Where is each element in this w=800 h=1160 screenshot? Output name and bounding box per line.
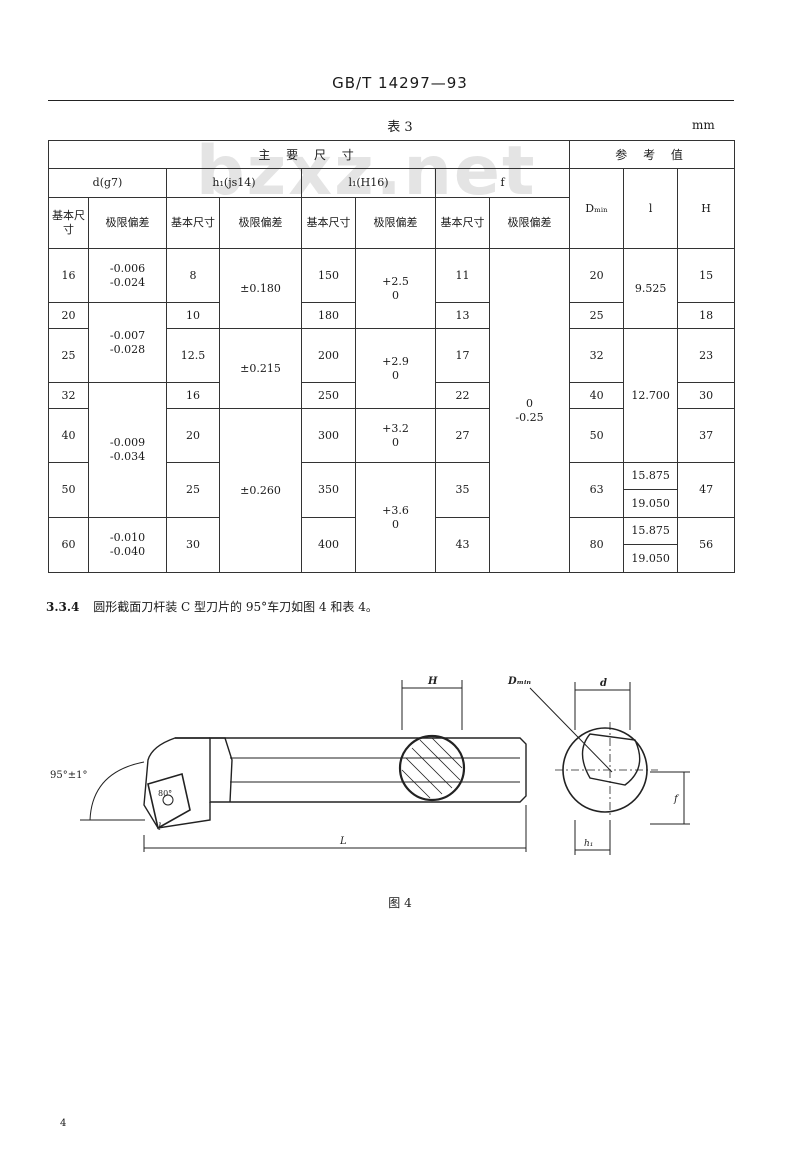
label-L: L — [339, 836, 347, 847]
cell-d-dev: -0.006 -0.024 — [88, 248, 167, 303]
standard-header: GB/T 14297—93 — [332, 74, 468, 92]
cell-H: 56 — [677, 517, 736, 573]
limit-dev-header: 极限偏差 — [219, 197, 302, 249]
cell-dmin: 20 — [569, 248, 625, 303]
limit-dev-header: 极限偏差 — [88, 197, 167, 249]
cell-l1: 200 — [301, 328, 356, 383]
cell-l1: 400 — [301, 517, 356, 573]
label-angle: 95°±1° — [50, 770, 87, 781]
figure-caption: 图 4 — [388, 896, 412, 910]
col-H: H — [677, 168, 736, 249]
cell-f: 22 — [435, 382, 490, 409]
paragraph-text: 圆形截面刀杆装 C 型刀片的 95°车刀如图 4 和表 4。 — [93, 600, 378, 614]
paragraph: 3.3.4 圆形截面刀杆装 C 型刀片的 95°车刀如图 4 和表 4。 — [46, 598, 378, 615]
cell-l: 19.050 — [631, 497, 670, 510]
cell-l1-dev: +2.5 0 — [355, 248, 436, 329]
cell-dmin: 63 — [569, 462, 625, 518]
limit-dev-header: 极限偏差 — [488, 197, 571, 249]
cell-dmin: 80 — [569, 517, 625, 573]
cell-h1: 30 — [166, 517, 220, 573]
label-h1: h₁ — [584, 839, 593, 849]
label-f: f — [673, 794, 680, 805]
cell-dmin: 25 — [569, 302, 625, 329]
cell-h1: 16 — [166, 382, 220, 409]
label-dmin: Dₘᵢₙ — [507, 676, 531, 687]
cell-l: 12.700 — [623, 328, 679, 463]
cell-h1-dev: ±0.215 — [219, 328, 302, 409]
basic-size-header: 基本尺寸 — [48, 197, 89, 249]
basic-size-header: 基本尺寸 — [166, 197, 220, 249]
cell-l1-dev: +3.2 0 — [355, 408, 436, 463]
col-l1: l₁(H16) — [301, 168, 436, 198]
cell-l1: 150 — [301, 248, 356, 303]
cell-l1: 350 — [301, 462, 356, 518]
cell-l: 9.525 — [623, 248, 679, 329]
dimension-table: 主 要 尺 寸 参 考 值 d(g7) h₁(js14) l₁(H16) f D… — [47, 140, 736, 573]
group-main-sizes: 主 要 尺 寸 — [47, 140, 571, 169]
cell-dmin: 40 — [569, 382, 625, 409]
cell-l: 19.050 — [631, 552, 670, 565]
table-title: 表 3 — [387, 120, 413, 135]
header-rule — [48, 100, 734, 101]
cell-l1: 180 — [301, 302, 356, 329]
cell-l1-dev: +3.6 0 — [355, 462, 436, 573]
limit-dev-header: 极限偏差 — [355, 197, 436, 249]
cell-h1-dev: ±0.180 — [219, 248, 302, 329]
table-unit: mm — [692, 118, 715, 132]
cell-f-dev: 0 -0.25 — [488, 248, 571, 573]
cell-d-dev: -0.009 -0.034 — [88, 382, 167, 518]
col-dmin: Dₘᵢₙ — [569, 168, 625, 249]
basic-size-header: 基本尺寸 — [435, 197, 490, 249]
cell-l-split: 15.875 19.050 — [623, 517, 679, 573]
cell-f: 17 — [435, 328, 490, 383]
cell-f: 35 — [435, 462, 490, 518]
tool-drawing: 95°±1° 80° l L H Dₘᵢₙ d f h₁ — [50, 676, 690, 855]
paragraph-number: 3.3.4 — [46, 600, 80, 614]
cell-dmin: 32 — [569, 328, 625, 383]
cell-h1: 25 — [166, 462, 220, 518]
col-f: f — [434, 168, 571, 198]
cell-d-dev: -0.010 -0.040 — [88, 517, 167, 573]
cell-l1-dev: +2.9 0 — [355, 328, 436, 409]
cell-H: 18 — [677, 302, 736, 329]
cell-d: 32 — [48, 382, 89, 409]
cell-H: 23 — [677, 328, 736, 383]
cell-dmin: 50 — [569, 408, 625, 463]
cell-h1: 12.5 — [166, 328, 220, 383]
cell-d: 60 — [48, 517, 89, 573]
group-reference: 参 考 值 — [569, 140, 736, 169]
cell-d: 20 — [48, 302, 89, 329]
cell-H: 47 — [677, 462, 736, 518]
cell-d-dev: -0.007 -0.028 — [88, 302, 167, 383]
cell-H: 30 — [677, 382, 736, 409]
cell-d: 40 — [48, 408, 89, 463]
cell-h1: 8 — [166, 248, 220, 303]
cell-f: 27 — [435, 408, 490, 463]
cell-l: 15.875 — [624, 518, 678, 545]
cell-l: 15.875 — [624, 463, 678, 490]
basic-size-header: 基本尺寸 — [301, 197, 356, 249]
col-d: d(g7) — [48, 168, 167, 198]
cell-h1: 20 — [166, 408, 220, 463]
page-number: 4 — [60, 1118, 67, 1129]
cell-h1: 10 — [166, 302, 220, 329]
cell-H: 37 — [677, 408, 736, 463]
cell-H: 15 — [677, 248, 736, 303]
cell-d: 25 — [48, 328, 89, 383]
label-80: 80° — [158, 789, 172, 798]
cell-f: 43 — [435, 517, 490, 573]
cell-f: 13 — [435, 302, 490, 329]
label-H: H — [427, 676, 438, 687]
cell-l1: 250 — [301, 382, 356, 409]
cell-d: 16 — [48, 248, 89, 303]
cell-h1-dev: ±0.260 — [219, 408, 302, 573]
cell-d: 50 — [48, 462, 89, 518]
col-h1: h₁(js14) — [166, 168, 302, 198]
col-l: l — [623, 168, 679, 249]
cell-f: 11 — [435, 248, 490, 303]
cell-l-split: 15.875 19.050 — [623, 462, 679, 518]
cell-l1: 300 — [301, 408, 356, 463]
label-l: l — [158, 822, 161, 833]
label-d: d — [600, 678, 607, 689]
